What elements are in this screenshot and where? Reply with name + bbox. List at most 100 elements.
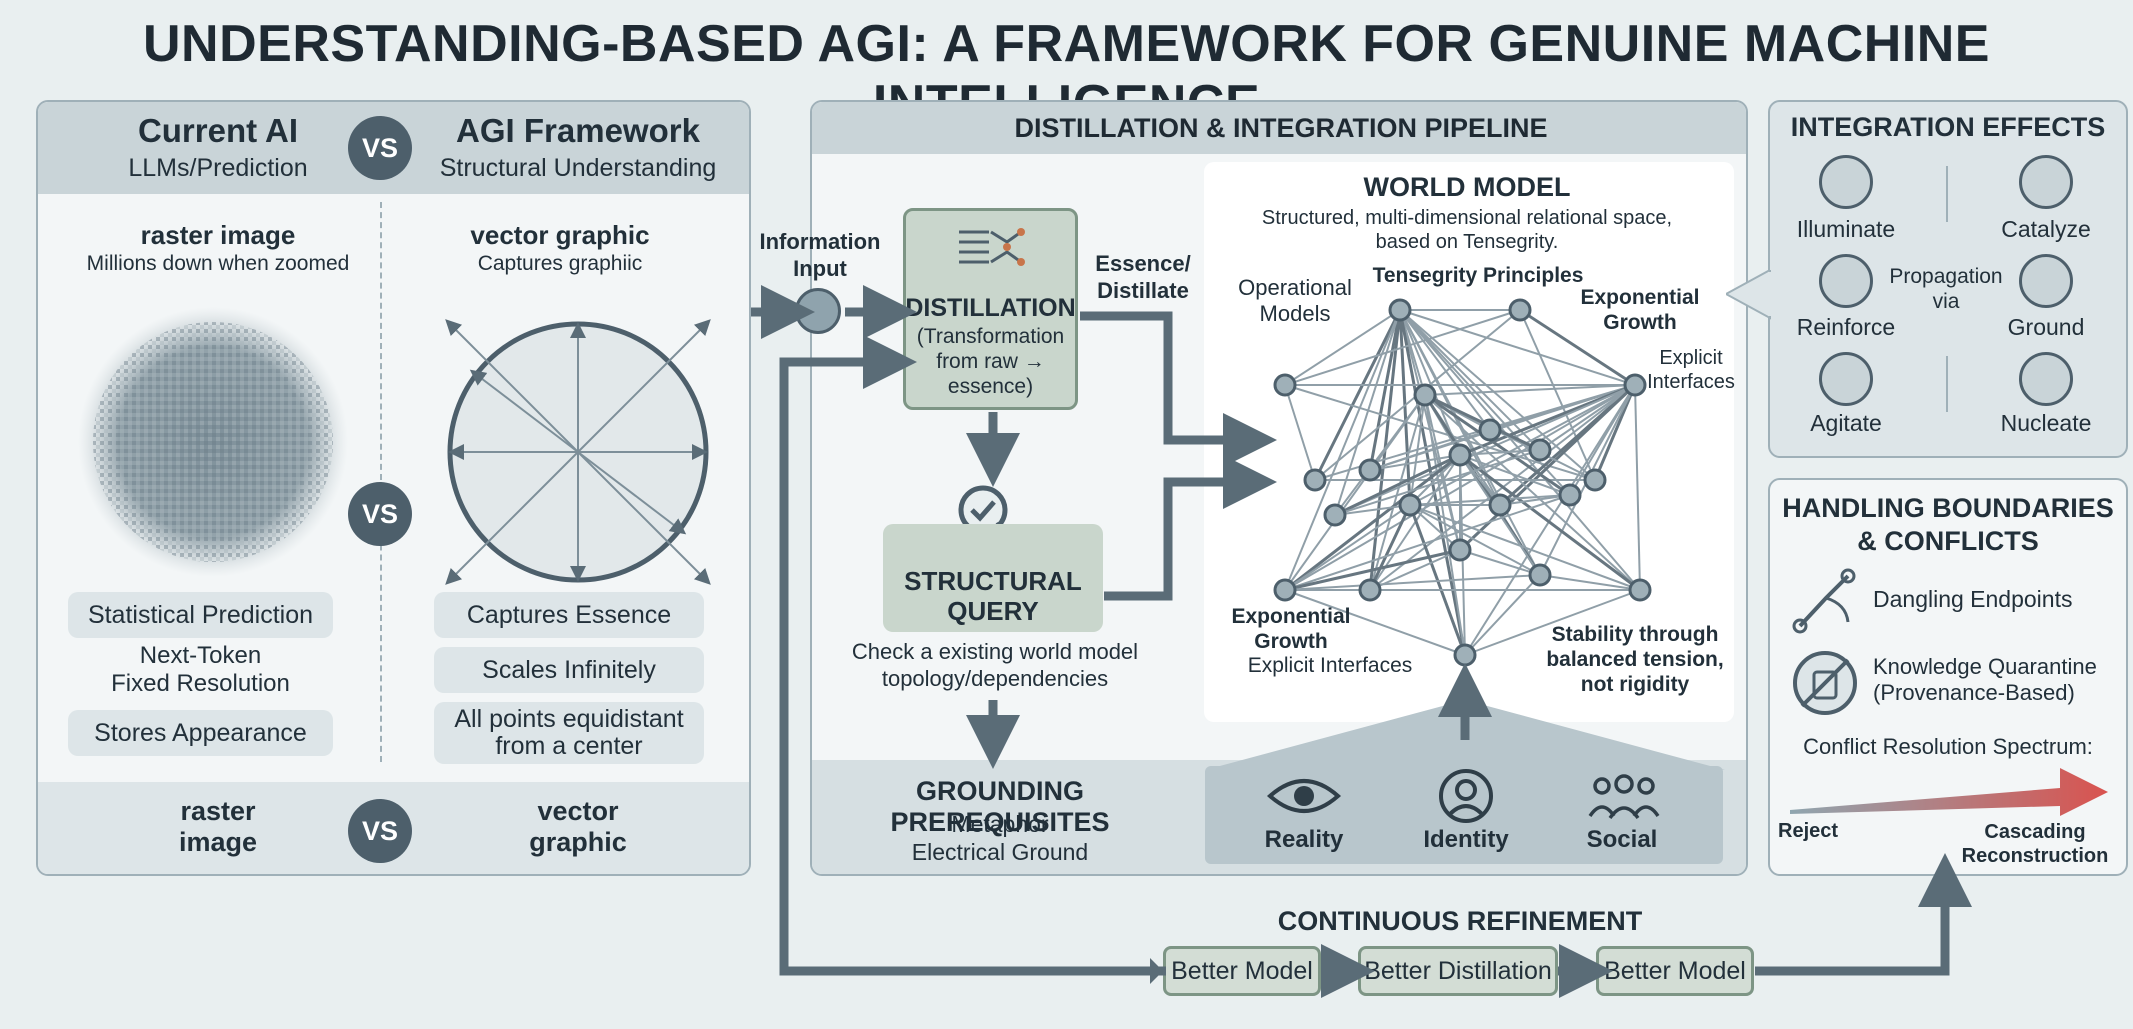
network-edge (1284, 574, 1541, 591)
grounding-item-reality: Reality (1264, 826, 1344, 853)
effect-reinforce: Reinforce (1796, 314, 1896, 340)
network-node (1413, 383, 1437, 407)
integration-callout-pointer (1726, 270, 1772, 320)
network-node (1303, 468, 1327, 492)
current-ai-subtitle: LLMs/Prediction (128, 154, 308, 182)
network-edge (1424, 394, 1466, 656)
network-edge (1369, 429, 1491, 471)
network-edge (1424, 394, 1641, 591)
network-edge (1464, 574, 1541, 656)
network-edge (1334, 504, 1411, 516)
grounding-item-identity: Identity (1423, 826, 1509, 853)
network-edge (1519, 308, 1636, 387)
network-edge (1284, 504, 1411, 591)
network-node (1453, 643, 1477, 667)
social-icon (1588, 774, 1660, 820)
network-node (1628, 578, 1652, 602)
raster-heading: raster image (140, 220, 296, 250)
structural-query-caption: Check a existing world model topology/de… (851, 639, 1139, 691)
network-edge (1459, 453, 1641, 592)
agitate-burst-icon (1819, 352, 1873, 406)
identity-icon (1439, 769, 1493, 823)
network-edge (1368, 504, 1412, 591)
right-item-scales-infinitely: Scales Infinitely (434, 647, 704, 693)
network-node (1478, 418, 1502, 442)
pipeline-header: DISTILLATION & INTEGRATION PIPELINE (812, 102, 1746, 154)
boundary-dangling-endpoints: Dangling Endpoints (1873, 586, 2073, 612)
label-explicit-interfaces-top: Explicit Interfaces (1647, 347, 1735, 393)
network-edge (1399, 309, 1541, 451)
grounding-item-social: Social (1586, 826, 1658, 853)
left-item-stores-appearance: Stores Appearance (68, 710, 333, 756)
spectrum-label: Conflict Resolution Spectrum: (1803, 734, 2093, 759)
network-edge (1459, 549, 1541, 576)
network-node (1583, 468, 1607, 492)
network-edge (1634, 384, 1641, 591)
raster-caption: Millions down when zoomed (86, 252, 350, 275)
distillation-subtitle: (Transformation from raw → essence) (916, 325, 1065, 398)
refinement-step-1: Better Model (1163, 946, 1321, 996)
network-edge (1369, 394, 1426, 591)
label-operational-models: Operational Models (1238, 275, 1352, 326)
ground-crosshair-icon (2019, 254, 2073, 308)
information-input-node (795, 288, 841, 334)
effect-nucleate: Nucleate (2000, 410, 2092, 436)
network-edge (1409, 504, 1641, 591)
network-edge (1369, 549, 1461, 591)
network-edge (1464, 384, 1636, 656)
integration-divider-top (1946, 166, 1948, 222)
network-node (1508, 298, 1532, 322)
distillation-title: DISTILLATION (905, 294, 1076, 322)
lightbulb-glow-icon (2019, 155, 2073, 209)
vs-badge-middle: VS (348, 482, 412, 546)
network-edge (1424, 384, 1636, 396)
vs-badge-bottom: VS (348, 799, 412, 863)
network-edge (1334, 453, 1461, 517)
spectrum-reject: Reject (1778, 820, 1839, 842)
right-item-captures-essence: Captures Essence (434, 592, 704, 638)
comparison-panel: Current AI LLMs/Prediction VS AGI Framew… (36, 100, 751, 876)
network-edge (1459, 454, 1571, 496)
lightbulb-icon (1819, 155, 1873, 209)
network-edge (1284, 453, 1461, 592)
network-edge (1409, 394, 1426, 506)
network-node (1528, 563, 1552, 587)
network-edge (1539, 384, 1636, 451)
network-edge (1464, 589, 1641, 656)
integration-effects-header: INTEGRATION EFFECTS (1790, 112, 2106, 142)
vs-badge-top: VS (348, 116, 412, 180)
network-edge (1408, 504, 1467, 656)
network-node (1623, 373, 1647, 397)
network-edge (1284, 394, 1426, 591)
vector-heading: vector graphic (470, 220, 650, 250)
footer-raster-label: raster image (178, 796, 258, 857)
label-stability: Stability through balanced tension, not … (1546, 623, 1724, 696)
network-edge (1399, 309, 1491, 431)
agi-framework-subtitle: Structural Understanding (439, 154, 717, 182)
network-edge (1284, 548, 1461, 592)
network-edge (1368, 309, 1402, 471)
quarantine-icon (1793, 651, 1857, 715)
network-node (1358, 578, 1382, 602)
network-edge (1399, 309, 1641, 591)
refinement-step-2: Better Distillation (1358, 946, 1558, 996)
network-node (1273, 373, 1297, 397)
network-edge (1284, 309, 1401, 386)
network-node (1488, 493, 1512, 517)
network-node (1358, 458, 1382, 482)
tensegrity-network (1273, 298, 1652, 667)
world-model-subtitle: Structured, multi-dimensional relational… (1261, 207, 1673, 253)
refinement-title: CONTINUOUS REFINEMENT (1277, 906, 1643, 936)
footer-vector-label: vector graphic (529, 796, 627, 857)
network-node (1398, 493, 1422, 517)
eye-icon (1266, 779, 1342, 813)
nucleate-rings-icon (2019, 352, 2073, 406)
network-node (1323, 503, 1347, 527)
network-edge (1398, 309, 1412, 506)
network-edge (1313, 309, 1402, 481)
label-explicit-interfaces-bottom: Explicit Interfaces (1247, 654, 1413, 677)
network-node (1528, 438, 1552, 462)
grounding-beam (1205, 700, 1725, 770)
network-node (1558, 483, 1582, 507)
integration-divider-bottom (1946, 356, 1948, 412)
